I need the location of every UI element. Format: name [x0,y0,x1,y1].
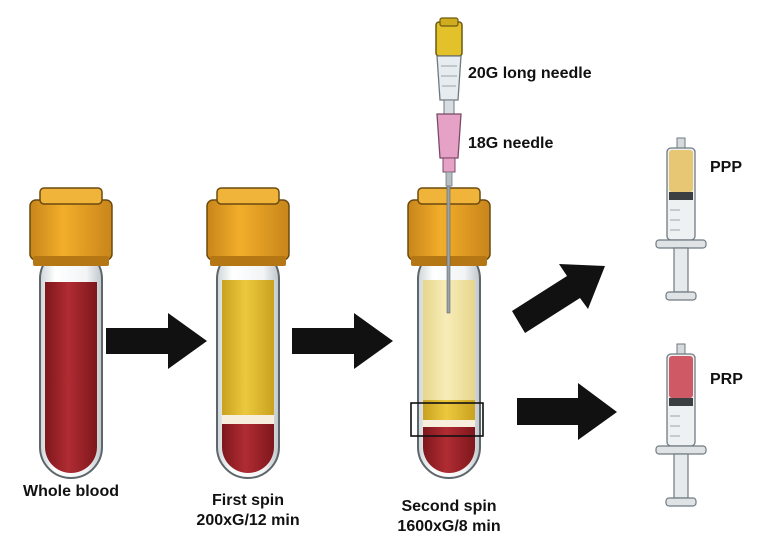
tube-first-spin [206,187,290,479]
syringe-plunger-seal [669,398,693,406]
syringe-plunger-seal [669,192,693,200]
prp-label: PRP [710,371,743,388]
arrow-1 [106,313,207,369]
needle-adapter [436,55,462,101]
buffy-coat-layer [222,415,274,424]
syringe-flange [655,445,707,455]
syringe-flange [655,239,707,249]
first-spin-params: 200xG/12 min [196,512,300,529]
short-needle-hub [436,113,462,159]
tube-second-spin [407,182,491,479]
tube-cap-top [39,187,103,205]
arrow-ppp [512,264,605,333]
tube-cap-base [206,199,290,261]
prp-layer-highlight-box [410,402,484,437]
red-cell-layer [222,424,274,473]
second-spin-params: 1600xG/8 min [397,518,501,535]
ppp-fill [669,150,693,192]
first-spin-label: First spin [211,492,285,509]
whole-blood-label: Whole blood [23,483,119,500]
tube-cap-top [216,187,280,205]
syringe-plunger-rod [673,453,689,499]
tube-cap-base [29,199,113,261]
arrow-2 [292,313,393,369]
buffy-coat-layer [423,420,475,427]
syringe-prp [655,343,707,507]
syringe-ppp [655,137,707,301]
needle-shaft-in-tube [446,182,451,314]
red-cell-layer [423,427,475,473]
needle-assembly [435,17,463,187]
plasma-layer [222,280,274,415]
syringe-thumb-rest [665,291,697,301]
prp-fill [669,356,693,398]
long-needle-hub [435,21,463,57]
tube-whole-blood [29,187,113,479]
ppp-label: PPP [710,159,743,176]
second-spin-label: Second spin [401,498,497,515]
syringe-thumb-rest [665,497,697,507]
short-needle-label: 18G needle [468,135,554,152]
long-needle-label: 20G long needle [468,65,592,82]
platelet-rich-plasma-layer [423,400,475,420]
blood-layer [45,282,97,473]
syringe-plunger-rod [673,247,689,293]
arrow-prp [517,383,617,440]
